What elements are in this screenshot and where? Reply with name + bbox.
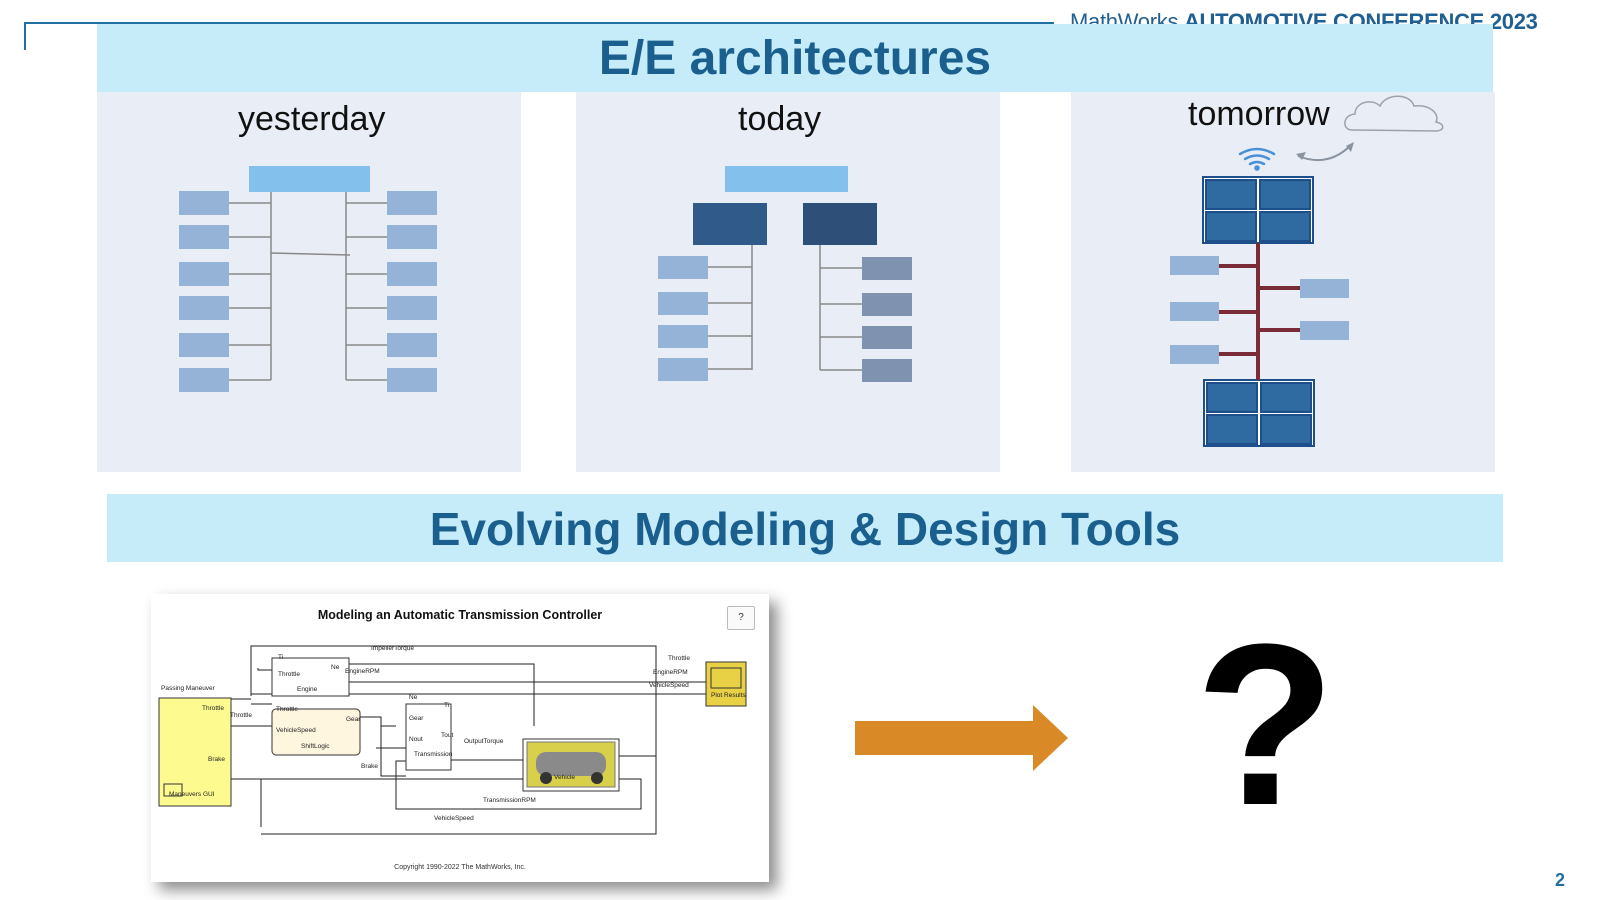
lbl-trans-ti: Ti xyxy=(444,702,450,709)
lbl-shift-speed: VehicleSpeed xyxy=(276,727,316,734)
central-compute-top xyxy=(1202,176,1314,244)
yesterday-ecu-left-3 xyxy=(179,262,229,286)
lbl-engine-rpm-out: EngineRPM xyxy=(653,669,688,676)
today-central-ecu xyxy=(725,166,848,192)
yesterday-ecu-right-1 xyxy=(387,191,437,215)
today-ecu-left-3 xyxy=(658,325,708,348)
model-diagram xyxy=(158,645,747,835)
lbl-transmission: Transmission xyxy=(414,751,453,758)
lbl-vehicle: Vehicle xyxy=(554,774,575,781)
cloud-icon xyxy=(1344,95,1444,132)
lbl-trans-nout: Nout xyxy=(409,736,423,743)
yesterday-ecu-right-2 xyxy=(387,225,437,249)
yesterday-ecu-right-3 xyxy=(387,262,437,286)
lbl-shift-throttle: Throttle xyxy=(276,706,299,713)
lbl-maneuvers: Maneuvers GUI xyxy=(169,791,215,798)
tomorrow-ecu-right-2 xyxy=(1300,321,1349,340)
today-ecu-right-1 xyxy=(862,257,912,280)
lbl-gear: Gear xyxy=(346,716,361,723)
lbl-engine-rpm: EngineRPM xyxy=(345,668,380,675)
sync-arrow-icon xyxy=(1297,144,1352,162)
yesterday-ecu-left-4 xyxy=(179,296,229,320)
panel-yesterday xyxy=(97,92,521,472)
shiftlogic-block xyxy=(271,708,361,756)
yesterday-central-ecu xyxy=(249,166,370,192)
ethernet-backbone xyxy=(1219,243,1300,380)
today-ecu-left-2 xyxy=(658,292,708,315)
model-title: Modeling an Automatic Transmission Contr… xyxy=(317,608,603,622)
lbl-passing: Passing Maneuver xyxy=(161,685,215,692)
today-ecu-right-2 xyxy=(862,293,912,316)
today-ecu-right-3 xyxy=(862,326,912,349)
wifi-icon xyxy=(1238,147,1276,171)
lbl-output-torque: OutputTorque xyxy=(464,738,504,745)
lbl-brake: Brake xyxy=(361,763,378,770)
evolving-tools-banner: Evolving Modeling & Design Tools xyxy=(107,494,1503,562)
panel-today xyxy=(576,92,1000,472)
page-number: 2 xyxy=(1555,870,1566,890)
lbl-engine: Engine xyxy=(297,686,318,693)
lbl-throttle-out: Throttle xyxy=(668,655,691,662)
yesterday-ecu-left-1 xyxy=(179,191,229,215)
today-domain-ecu-right xyxy=(803,203,877,245)
tomorrow-ecu-left-3 xyxy=(1170,345,1219,364)
signal-builder-icon xyxy=(163,783,183,797)
yesterday-ecu-left-2 xyxy=(179,225,229,249)
top-rule xyxy=(24,22,1054,24)
today-ecu-left-4 xyxy=(658,358,708,381)
tomorrow-ecu-left-2 xyxy=(1170,302,1219,321)
yesterday-ecu-right-5 xyxy=(387,333,437,357)
today-ecu-right-4 xyxy=(862,359,912,382)
lbl-ne: Ne xyxy=(331,664,340,671)
lbl-throttle-src: Throttle xyxy=(202,705,225,712)
question-mark: ? xyxy=(1195,596,1336,853)
ee-architectures-banner: E/E architectures xyxy=(97,24,1493,92)
today-ecu-left-1 xyxy=(658,256,708,279)
model-copyright: Copyright 1990-2022 The MathWorks, Inc. xyxy=(394,864,526,871)
lbl-vspeed: VehicleSpeed xyxy=(434,815,474,822)
lbl-shiftlogic: ShiftLogic xyxy=(301,743,330,750)
lbl-trans-ne: Ne xyxy=(409,694,418,701)
lbl-throttle-in: Throttle xyxy=(278,671,301,678)
lbl-ti: Ti xyxy=(278,654,284,661)
lbl-trans-gear: Gear xyxy=(409,715,424,722)
today-domain-ecu-left xyxy=(693,203,767,245)
tomorrow-ecu-left-1 xyxy=(1170,256,1219,275)
label-today: today xyxy=(738,100,822,138)
right-arrow-icon xyxy=(855,705,1068,771)
transmission-block xyxy=(405,703,452,771)
model-help-button[interactable]: ? xyxy=(727,606,755,630)
yesterday-ecu-left-6 xyxy=(179,368,229,392)
lbl-trans-tout: Tout xyxy=(441,732,454,739)
lbl-brake-src: Brake xyxy=(208,756,225,763)
lbl-throttle-wire: Throttle xyxy=(230,712,253,719)
lbl-vehicle-speed-out: VehicleSpeed xyxy=(649,682,689,689)
tomorrow-ecu-right-1 xyxy=(1300,279,1349,298)
simulink-model-screenshot: Modeling an Automatic Transmission Contr… xyxy=(151,594,769,882)
engine-block xyxy=(271,657,350,697)
top-rule-corner xyxy=(24,22,26,50)
yesterday-ecu-right-6 xyxy=(387,368,437,392)
lbl-impeller: ImpellerTorque xyxy=(371,645,414,652)
lbl-trans-rpm: TransmissionRPM xyxy=(483,797,536,804)
lbl-plot: Plot Results xyxy=(711,692,746,699)
label-yesterday: yesterday xyxy=(238,100,386,138)
yesterday-ecu-left-5 xyxy=(179,333,229,357)
label-tomorrow: tomorrow xyxy=(1188,95,1330,133)
yesterday-ecu-right-4 xyxy=(387,296,437,320)
central-compute-bottom xyxy=(1203,379,1315,447)
